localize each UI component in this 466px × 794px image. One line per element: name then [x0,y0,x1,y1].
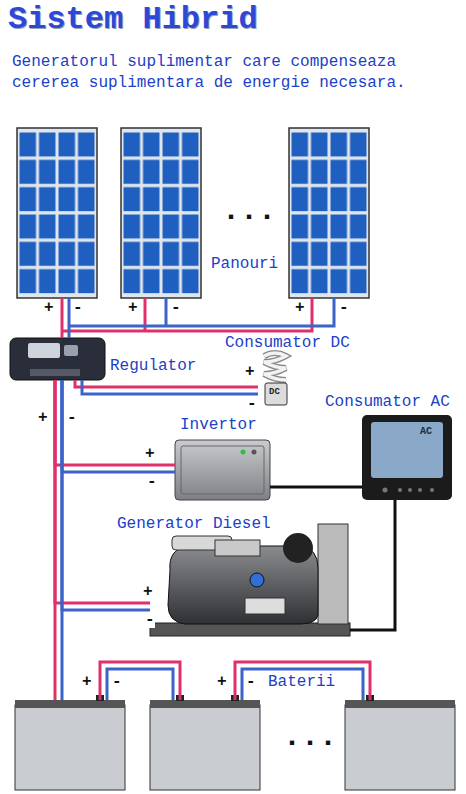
polarity-sign: - [246,674,256,690]
polarity-sign: + [217,674,227,690]
wire [75,380,258,387]
polarity-sign: - [247,396,257,412]
cable [55,380,175,472]
polarity-sign: - [171,300,181,316]
ac-monitor [362,415,452,500]
device-label: Consumator AC [325,393,450,411]
device-node: Baterii [15,700,455,790]
device-node: Generator Diesel [150,535,350,636]
device-label: Consumator DC [225,334,350,352]
cable [62,298,69,338]
battery-links [100,662,370,700]
polarity-sign: + [38,410,48,426]
cable [55,380,62,700]
title: Sistem Hibrid [8,2,258,39]
wire [82,380,258,394]
dc-bulb [264,353,287,405]
polarity-sign: + [295,300,305,316]
device-node: Regulator [10,338,105,380]
panel-bus [62,298,334,331]
device-node: Consumator ACAC [362,415,452,500]
device-node: Invertor [175,440,270,500]
wire [62,380,150,610]
polarity-sign: - [339,300,349,316]
device-label: Baterii [268,673,335,691]
cable [270,487,362,488]
cable [75,380,258,394]
polarity-sign: - [147,474,157,490]
solar-panels [17,128,369,298]
polarity-sign: - [73,300,83,316]
wire [54,380,57,700]
device-label: Invertor [180,416,257,434]
batteries [15,695,455,790]
device-mark: DC [269,387,280,397]
wire [68,298,71,338]
ellipsis: ... [222,196,276,226]
cable [350,500,395,630]
device-node: Consumator DCDC [258,350,292,410]
polarity-sign: + [145,446,155,462]
polarity-sign: - [145,612,155,628]
device-label: Generator Diesel [117,515,271,533]
device-label: Panouri [211,255,278,273]
ellipsis: ... [283,722,337,752]
wire [62,380,175,472]
polarity-sign: - [112,674,122,690]
inverter [175,440,270,500]
wire [350,500,395,630]
polarity-sign: + [245,364,255,380]
device-node: Panouri [15,128,371,298]
polarity-sign: + [82,674,92,690]
device-label: Regulator [110,357,196,375]
wire [55,380,175,465]
diesel-generator [150,524,350,636]
charge-regulator [10,338,105,380]
polarity-sign: + [128,300,138,316]
wire [61,380,64,700]
wire [61,298,64,338]
device-mark: AC [420,426,432,438]
polarity-sign: + [44,300,54,316]
caption: Generatorul suplimentar care compenseaza… [12,52,414,94]
cable [55,380,150,610]
polarity-sign: - [67,410,77,426]
polarity-sign: + [143,584,153,600]
wire [55,380,150,603]
wire [270,486,362,489]
